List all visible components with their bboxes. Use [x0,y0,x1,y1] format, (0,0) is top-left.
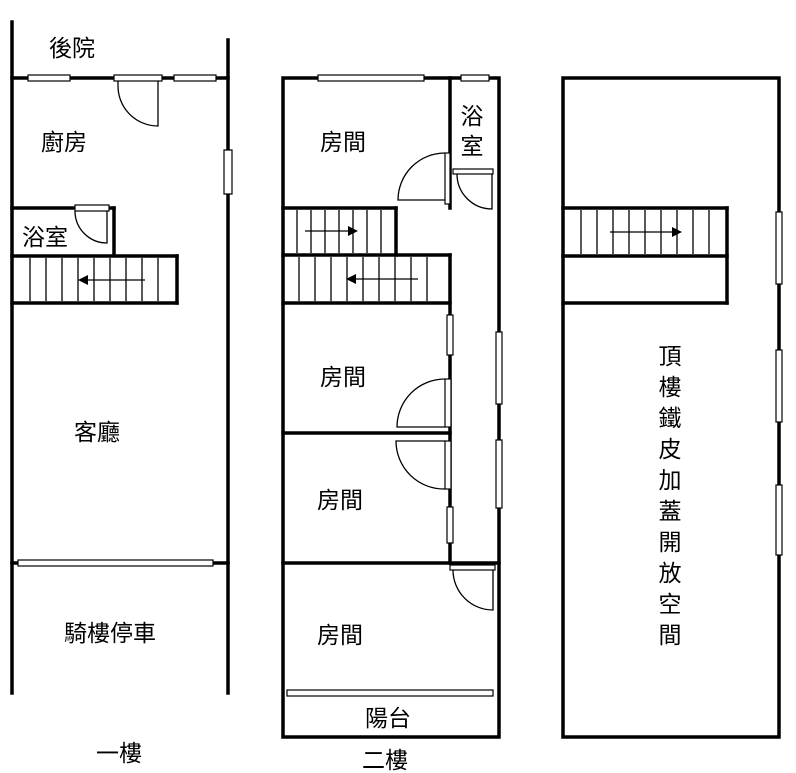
roof-label-char: 加 [659,468,682,494]
floor-1-plan: 後院 廚房 浴室 客廳 騎樓停車 一樓 [10,20,233,767]
floor-2-windows [286,74,503,697]
room-label-bathroom-line-2: 室 [461,134,484,160]
room-label-balcony: 陽台 [365,706,411,732]
roof-label-char: 鐵 [659,406,682,432]
floor-1-doors [74,74,163,244]
floor-1-walls [10,20,230,695]
floor-2-walls [281,76,501,739]
room-label-living-room: 客廳 [74,420,120,446]
room-label-bathroom: 浴室 [22,225,68,251]
roof-plan: 頂 樓 鐵 皮 加 蓋 開 放 空 間 [561,76,783,739]
room-label-room-2: 房間 [320,365,366,391]
floor-2-doors [395,152,496,611]
roof-label-char: 頂 [659,344,682,370]
room-label-backyard: 後院 [49,36,95,62]
room-label-bathroom-line-1: 浴 [461,104,484,130]
roof-label-char: 空 [659,592,682,618]
floor-caption: 二樓 [362,748,408,773]
room-label-kitchen: 廚房 [41,130,87,156]
roof-label-char: 放 [659,561,682,587]
floor-2-stairs-up [296,210,382,253]
floor-1-windows [17,74,233,567]
room-label-room-3: 房間 [317,488,363,514]
roof-label-char: 蓋 [659,499,682,525]
room-label-room-1: 房間 [320,130,366,156]
roof-label-char: 樓 [659,375,682,401]
roof-stairs [580,210,710,254]
roof-label: 頂 樓 鐵 皮 加 蓋 開 放 空 間 [659,344,682,649]
roof-windows [775,211,783,556]
roof-label-char: 皮 [659,437,682,463]
floor-caption: 一樓 [96,741,142,767]
floor-2-plan: 房間 浴 室 房間 房間 房間 陽台 二樓 [281,74,503,773]
roof-label-char: 間 [659,623,682,649]
room-label-room-4: 房間 [317,623,363,649]
room-label-arcade-parking: 騎樓停車 [64,621,156,647]
floor-1-stairs [29,258,159,301]
roof-label-char: 開 [659,530,682,556]
floor-2-stairs-down [298,257,428,301]
